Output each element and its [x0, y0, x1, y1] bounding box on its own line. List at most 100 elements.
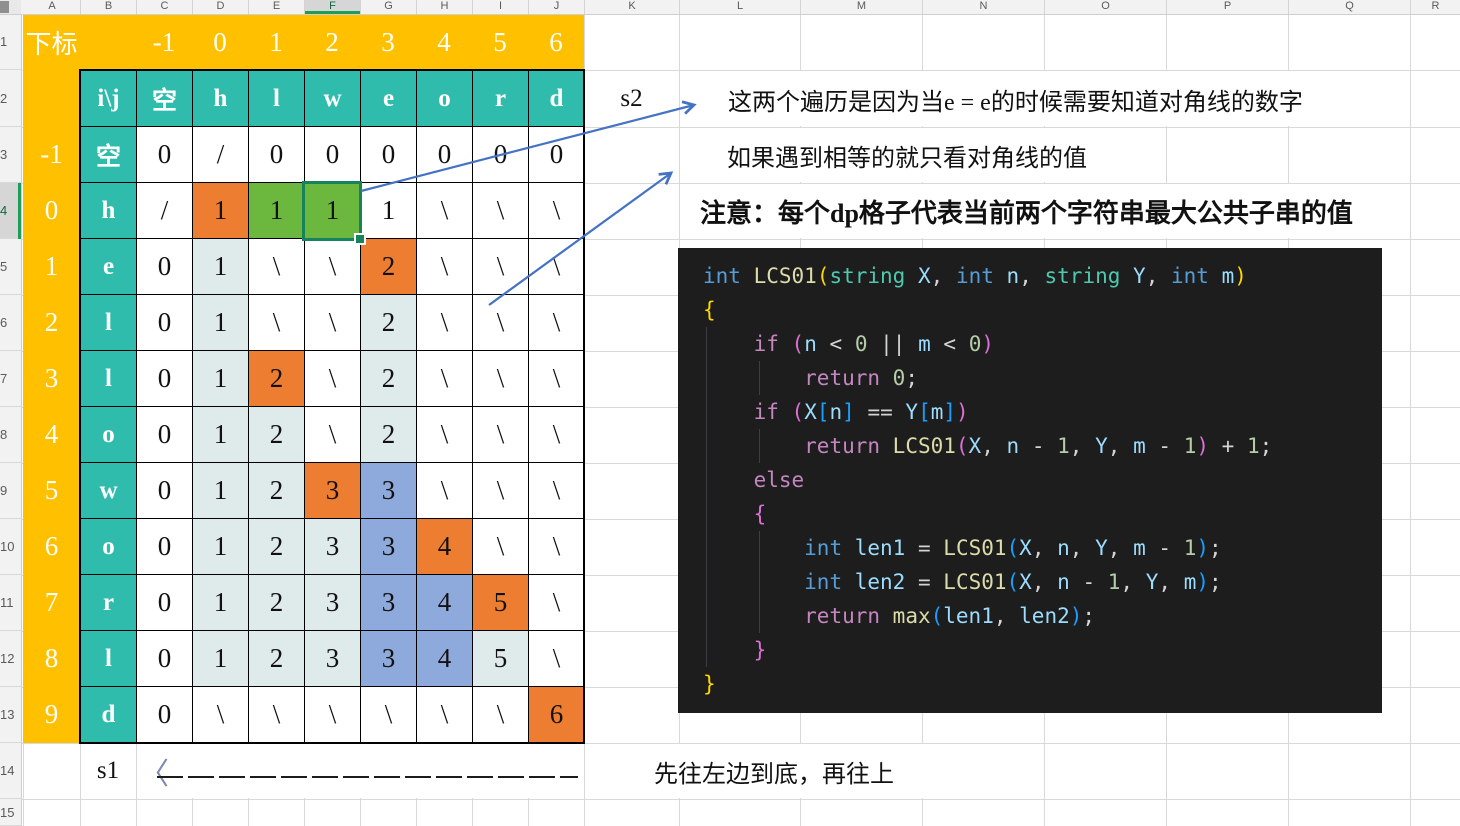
- dp-cell-r3c0[interactable]: 0: [136, 294, 193, 351]
- row-header-8[interactable]: 8: [0, 407, 21, 463]
- annotation-note3[interactable]: 注意：每个dp格子代表当前两个字符串最大公共子串的值: [700, 199, 1353, 228]
- dp-row-letter-cell[interactable]: h: [80, 182, 137, 239]
- dp-header-cell[interactable]: l: [248, 70, 305, 127]
- arrow-to-note2[interactable]: [488, 171, 674, 306]
- dp-cell-r9c3[interactable]: 3: [304, 630, 361, 687]
- dp-cell-r5c2[interactable]: 2: [248, 406, 305, 463]
- column-header-J[interactable]: J: [553, 0, 560, 12]
- row-header-4[interactable]: 4: [0, 183, 21, 239]
- dp-cell-r4c0[interactable]: 0: [136, 350, 193, 407]
- dp-cell-r5c1[interactable]: 1: [192, 406, 249, 463]
- column-header-P[interactable]: P: [1223, 0, 1232, 12]
- column-header-E[interactable]: E: [272, 0, 281, 12]
- dp-cell-r1c7[interactable]: \: [528, 182, 585, 239]
- dp-row-letter-cell[interactable]: w: [80, 462, 137, 519]
- s2-label[interactable]: s2: [620, 84, 643, 112]
- dp-cell-r2c6[interactable]: \: [472, 238, 529, 295]
- column-header-F[interactable]: F: [305, 0, 360, 14]
- row-header-6[interactable]: 6: [0, 295, 21, 351]
- column-header-C[interactable]: C: [160, 0, 169, 12]
- dp-cell-r4c4[interactable]: 2: [360, 350, 417, 407]
- dash-arrow-line[interactable]: [157, 776, 578, 778]
- dp-cell-r2c5[interactable]: \: [416, 238, 473, 295]
- dp-cell-r7c4[interactable]: 3: [360, 518, 417, 575]
- column-header-K[interactable]: K: [628, 0, 636, 12]
- dp-header-cell[interactable]: r: [472, 70, 529, 127]
- column-header-Q[interactable]: Q: [1345, 0, 1354, 12]
- dp-cell-r10c7[interactable]: 6: [528, 686, 585, 743]
- dp-cell-r2c3[interactable]: \: [304, 238, 361, 295]
- dp-cell-r4c3[interactable]: \: [304, 350, 361, 407]
- dp-cell-r8c0[interactable]: 0: [136, 574, 193, 631]
- code-snippet-image[interactable]: int LCS01(string X, int n, string Y, int…: [678, 248, 1382, 713]
- annotation-bottom[interactable]: 先往左边到底，再往上: [654, 761, 894, 788]
- dp-cell-r8c5[interactable]: 4: [416, 574, 473, 631]
- column-header-B[interactable]: B: [104, 0, 113, 12]
- dp-cell-r8c6[interactable]: 5: [472, 574, 529, 631]
- column-header-I[interactable]: I: [498, 0, 503, 12]
- dp-cell-r10c3[interactable]: \: [304, 686, 361, 743]
- dp-row-letter-cell[interactable]: l: [80, 350, 137, 407]
- row-header-14[interactable]: 14: [0, 743, 21, 799]
- index-column-band[interactable]: [23, 70, 80, 743]
- dp-cell-r10c2[interactable]: \: [248, 686, 305, 743]
- dp-cell-r3c1[interactable]: 1: [192, 294, 249, 351]
- dp-cell-r9c6[interactable]: 5: [472, 630, 529, 687]
- dp-cell-r7c1[interactable]: 1: [192, 518, 249, 575]
- dp-cell-r3c3[interactable]: \: [304, 294, 361, 351]
- column-header-G[interactable]: G: [384, 0, 393, 12]
- dp-header-cell[interactable]: o: [416, 70, 473, 127]
- dp-cell-r5c6[interactable]: \: [472, 406, 529, 463]
- dp-cell-r8c4[interactable]: 3: [360, 574, 417, 631]
- column-header-A[interactable]: A: [48, 0, 56, 12]
- row-header-9[interactable]: 9: [0, 463, 21, 519]
- dp-cell-r4c6[interactable]: \: [472, 350, 529, 407]
- dp-cell-r1c3[interactable]: 1: [304, 182, 361, 239]
- dp-cell-r1c6[interactable]: \: [472, 182, 529, 239]
- left-angle-arrowhead[interactable]: 〈: [139, 758, 169, 791]
- index-header-band[interactable]: [23, 14, 584, 70]
- dp-cell-r2c2[interactable]: \: [248, 238, 305, 295]
- dp-cell-r3c7[interactable]: \: [528, 294, 585, 351]
- selection-fill-handle[interactable]: [354, 233, 366, 245]
- dp-cell-r9c7[interactable]: \: [528, 630, 585, 687]
- dp-cell-r9c2[interactable]: 2: [248, 630, 305, 687]
- dp-header-cell[interactable]: i\j: [80, 70, 137, 127]
- row-header-3[interactable]: 3: [0, 127, 21, 183]
- column-header-D[interactable]: D: [216, 0, 225, 12]
- column-header-L[interactable]: L: [736, 0, 744, 12]
- row-header-13[interactable]: 13: [0, 687, 21, 743]
- dp-cell-r6c0[interactable]: 0: [136, 462, 193, 519]
- dp-cell-r1c1[interactable]: 1: [192, 182, 249, 239]
- row-header-11[interactable]: 11: [0, 575, 21, 631]
- dp-row-letter-cell[interactable]: o: [80, 518, 137, 575]
- column-header-H[interactable]: H: [440, 0, 449, 12]
- row-header-12[interactable]: 12: [0, 631, 21, 687]
- row-header-2[interactable]: 2: [0, 70, 21, 127]
- dp-row-letter-cell[interactable]: 空: [80, 126, 137, 183]
- dp-cell-r10c1[interactable]: \: [192, 686, 249, 743]
- row-header-10[interactable]: 10: [0, 519, 21, 575]
- dp-cell-r7c0[interactable]: 0: [136, 518, 193, 575]
- column-header-N[interactable]: N: [979, 0, 988, 12]
- row-header-5[interactable]: 5: [0, 239, 21, 295]
- row-header-15[interactable]: 15: [0, 799, 21, 826]
- row-header-7[interactable]: 7: [0, 351, 21, 407]
- s1-label[interactable]: s1: [96, 757, 120, 784]
- dp-cell-r7c3[interactable]: 3: [304, 518, 361, 575]
- column-header-O[interactable]: O: [1101, 0, 1110, 12]
- dp-cell-r3c6[interactable]: \: [472, 294, 529, 351]
- dp-cell-r6c2[interactable]: 2: [248, 462, 305, 519]
- row-header-1[interactable]: 1: [0, 14, 21, 70]
- column-header-R[interactable]: R: [1431, 0, 1440, 12]
- dp-cell-r9c0[interactable]: 0: [136, 630, 193, 687]
- arrow-to-note1[interactable]: [360, 100, 697, 193]
- dp-cell-r10c5[interactable]: \: [416, 686, 473, 743]
- dp-header-cell[interactable]: w: [304, 70, 361, 127]
- dp-cell-r6c4[interactable]: 3: [360, 462, 417, 519]
- dp-cell-r7c5[interactable]: 4: [416, 518, 473, 575]
- column-header-M[interactable]: M: [856, 0, 867, 12]
- annotation-note2[interactable]: 如果遇到相等的就只看对角线的值: [727, 145, 1087, 172]
- dp-cell-r6c1[interactable]: 1: [192, 462, 249, 519]
- dp-cell-r4c1[interactable]: 1: [192, 350, 249, 407]
